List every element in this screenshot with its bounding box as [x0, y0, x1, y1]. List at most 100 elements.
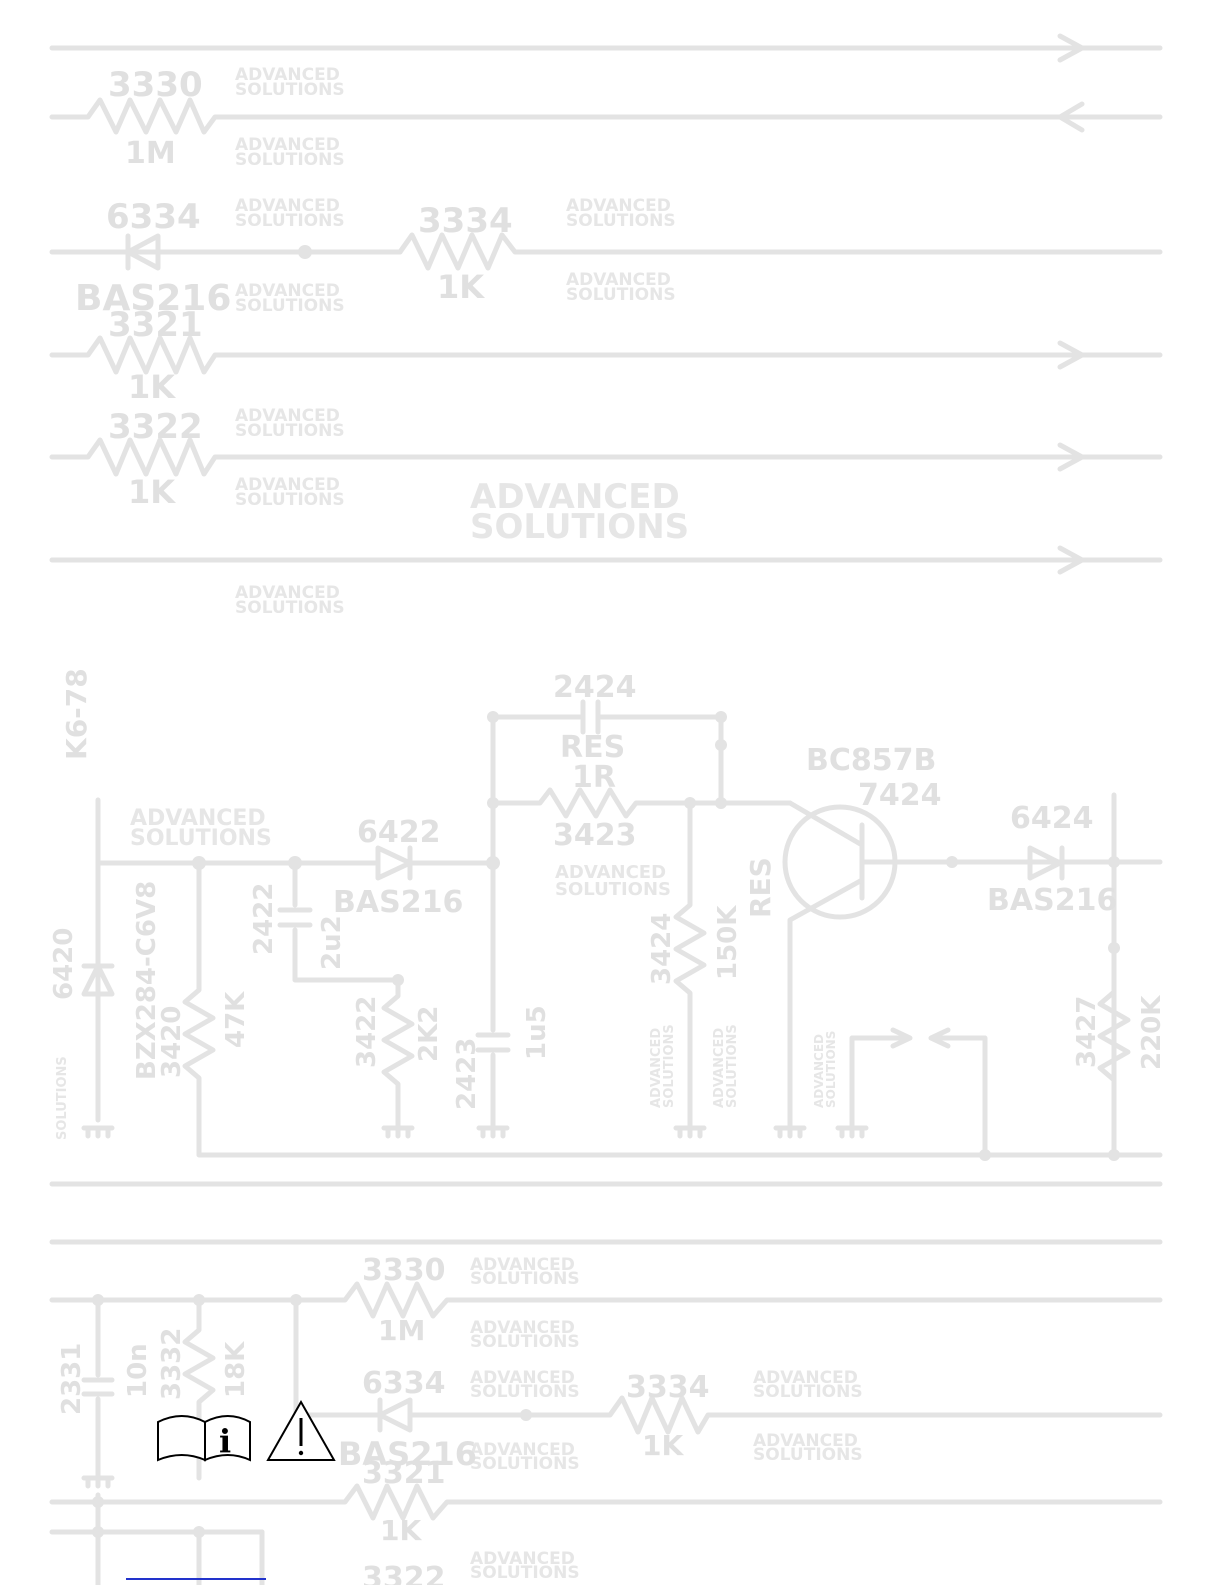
label-6420: 6420 — [49, 928, 79, 1000]
watermark-text: ADVANCED — [753, 1431, 858, 1451]
label-6424: 6424 — [1010, 801, 1094, 836]
watermark-text: ADVANCED — [235, 583, 340, 603]
label-bc857b: BC857B — [806, 743, 936, 778]
label-1r: 1R — [572, 760, 616, 795]
watermark-text: ADVANCED — [235, 65, 340, 85]
label-2423: 2423 — [452, 1038, 482, 1110]
label-18k: 18K — [221, 1341, 251, 1398]
label-3321: 3321 — [108, 305, 203, 345]
bottom-wires — [49, 1239, 1163, 1585]
label-2u2: 2u2 — [317, 915, 347, 970]
watermark-text: ADVANCED — [470, 477, 680, 517]
label-3321-bottom: 3321 — [362, 1456, 446, 1491]
label-6334-bottom: 6334 — [362, 1366, 446, 1401]
label-3322: 3322 — [108, 407, 203, 447]
label-150k: 150K — [713, 905, 743, 980]
manual-info-icon: i — [157, 1415, 251, 1462]
label-res-1: RES — [560, 730, 625, 765]
watermark-text: SOLUTIONS — [753, 1445, 863, 1465]
watermark-text: ADVANCED — [235, 135, 340, 155]
label-3424: 3424 — [647, 913, 677, 985]
label-3322-bottom: 3322 — [362, 1561, 446, 1585]
transistor-bc857b-icon — [782, 800, 1115, 1131]
label-bas216-right: BAS216 — [987, 883, 1117, 918]
watermark-text: SOLUTIONS — [470, 1332, 580, 1352]
watermark-text: SOLUTIONS — [235, 150, 345, 170]
watermark-text: SOLUTIONS — [235, 296, 345, 316]
footer-link-underline[interactable] — [126, 1578, 266, 1580]
watermark-text: SOLUTIONS — [470, 1382, 580, 1402]
diode-6334-icon — [125, 233, 161, 271]
watermark-text: SOLUTIONS — [470, 1563, 580, 1583]
label-1k-c: 1K — [128, 473, 176, 511]
watermark-text: SOLUTIONS — [566, 211, 676, 231]
label-bas216-top: BAS216 — [75, 278, 231, 319]
label-3332: 3332 — [157, 1328, 187, 1400]
watermark-text: SOLUTIONS — [470, 1454, 580, 1474]
watermark-text: SOLUTIONS — [235, 80, 345, 100]
watermark-text: SOLUTIONS — [470, 507, 689, 547]
watermark-text: SOLUTIONS — [662, 1024, 677, 1108]
label-2k2: 2K2 — [414, 1006, 444, 1062]
watermark-text: SOLUTIONS — [55, 1056, 70, 1140]
label-2422: 2422 — [249, 883, 279, 955]
watermark-text: ADVANCED — [235, 196, 340, 216]
label-1k-bottom-a: 1K — [642, 1429, 684, 1462]
watermark-text: ADVANCED — [470, 1549, 575, 1569]
label-3423: 3423 — [553, 818, 637, 853]
label-1k-bottom-b: 1K — [380, 1514, 422, 1547]
label-1k-b: 1K — [128, 368, 176, 406]
watermark-text: ADVANCED — [566, 270, 671, 290]
watermark-text: SOLUTIONS — [824, 1031, 838, 1108]
label-3330: 3330 — [108, 65, 203, 105]
watermark-text: SOLUTIONS — [130, 826, 272, 851]
watermark-text: SOLUTIONS — [555, 879, 671, 900]
label-bas216-mid: BAS216 — [333, 885, 463, 920]
label-3420: 3420 — [157, 1006, 187, 1078]
watermark-text: SOLUTIONS — [235, 211, 345, 231]
watermark-text: ADVANCED — [555, 862, 666, 883]
watermark-text: ADVANCED — [470, 1368, 575, 1388]
label-7424: 7424 — [858, 778, 942, 813]
label-1k-a: 1K — [437, 268, 485, 306]
ground-symbols-icon — [81, 1125, 869, 1139]
watermark-text: SOLUTIONS — [753, 1382, 863, 1402]
watermark-text: ADVANCED — [470, 1255, 575, 1275]
watermark-text: SOLUTIONS — [235, 421, 345, 441]
watermark-text: ADVANCED — [812, 1034, 826, 1108]
watermark-text: ADVANCED — [712, 1028, 727, 1108]
watermark-text: ADVANCED — [235, 406, 340, 426]
watermark-text: ADVANCED — [235, 281, 340, 301]
label-1m: 1M — [125, 136, 176, 171]
watermark-text: ADVANCED — [566, 196, 671, 216]
zener-6420-icon — [81, 963, 115, 997]
label-3427: 3427 — [1072, 996, 1102, 1068]
svg-text:i: i — [219, 1422, 231, 1460]
watermark-text: ADVANCED — [753, 1368, 858, 1388]
middle-circuit — [49, 699, 1163, 1187]
watermark-text: ADVANCED — [649, 1028, 664, 1108]
label-2331: 2331 — [57, 1343, 87, 1415]
label-6422: 6422 — [357, 815, 441, 850]
watermark-text: SOLUTIONS — [566, 285, 676, 305]
label-3422: 3422 — [352, 996, 382, 1068]
watermark-text: ADVANCED — [470, 1440, 575, 1460]
watermark-text: SOLUTIONS — [235, 598, 345, 618]
label-6334: 6334 — [106, 197, 201, 237]
watermark-text: ADVANCED — [130, 806, 266, 831]
diode-6422-icon — [375, 845, 413, 881]
top-wires — [49, 33, 1163, 575]
diode-6334-bottom-icon — [377, 1397, 413, 1433]
label-1u5: 1u5 — [522, 1005, 552, 1060]
watermark-text: ADVANCED — [235, 475, 340, 495]
label-10n: 10n — [123, 1343, 153, 1398]
watermark-text: SOLUTIONS — [470, 1269, 580, 1289]
watermark-text: ADVANCED — [470, 1318, 575, 1338]
label-bzx284: BZX284-C6V8 — [132, 881, 162, 1080]
watermark-text: SOLUTIONS — [725, 1024, 740, 1108]
label-3334-bottom: 3334 — [626, 1370, 710, 1405]
label-k678: K6-78 — [60, 668, 93, 760]
label-47k: 47K — [221, 991, 251, 1048]
watermark-text: SOLUTIONS — [235, 490, 345, 510]
